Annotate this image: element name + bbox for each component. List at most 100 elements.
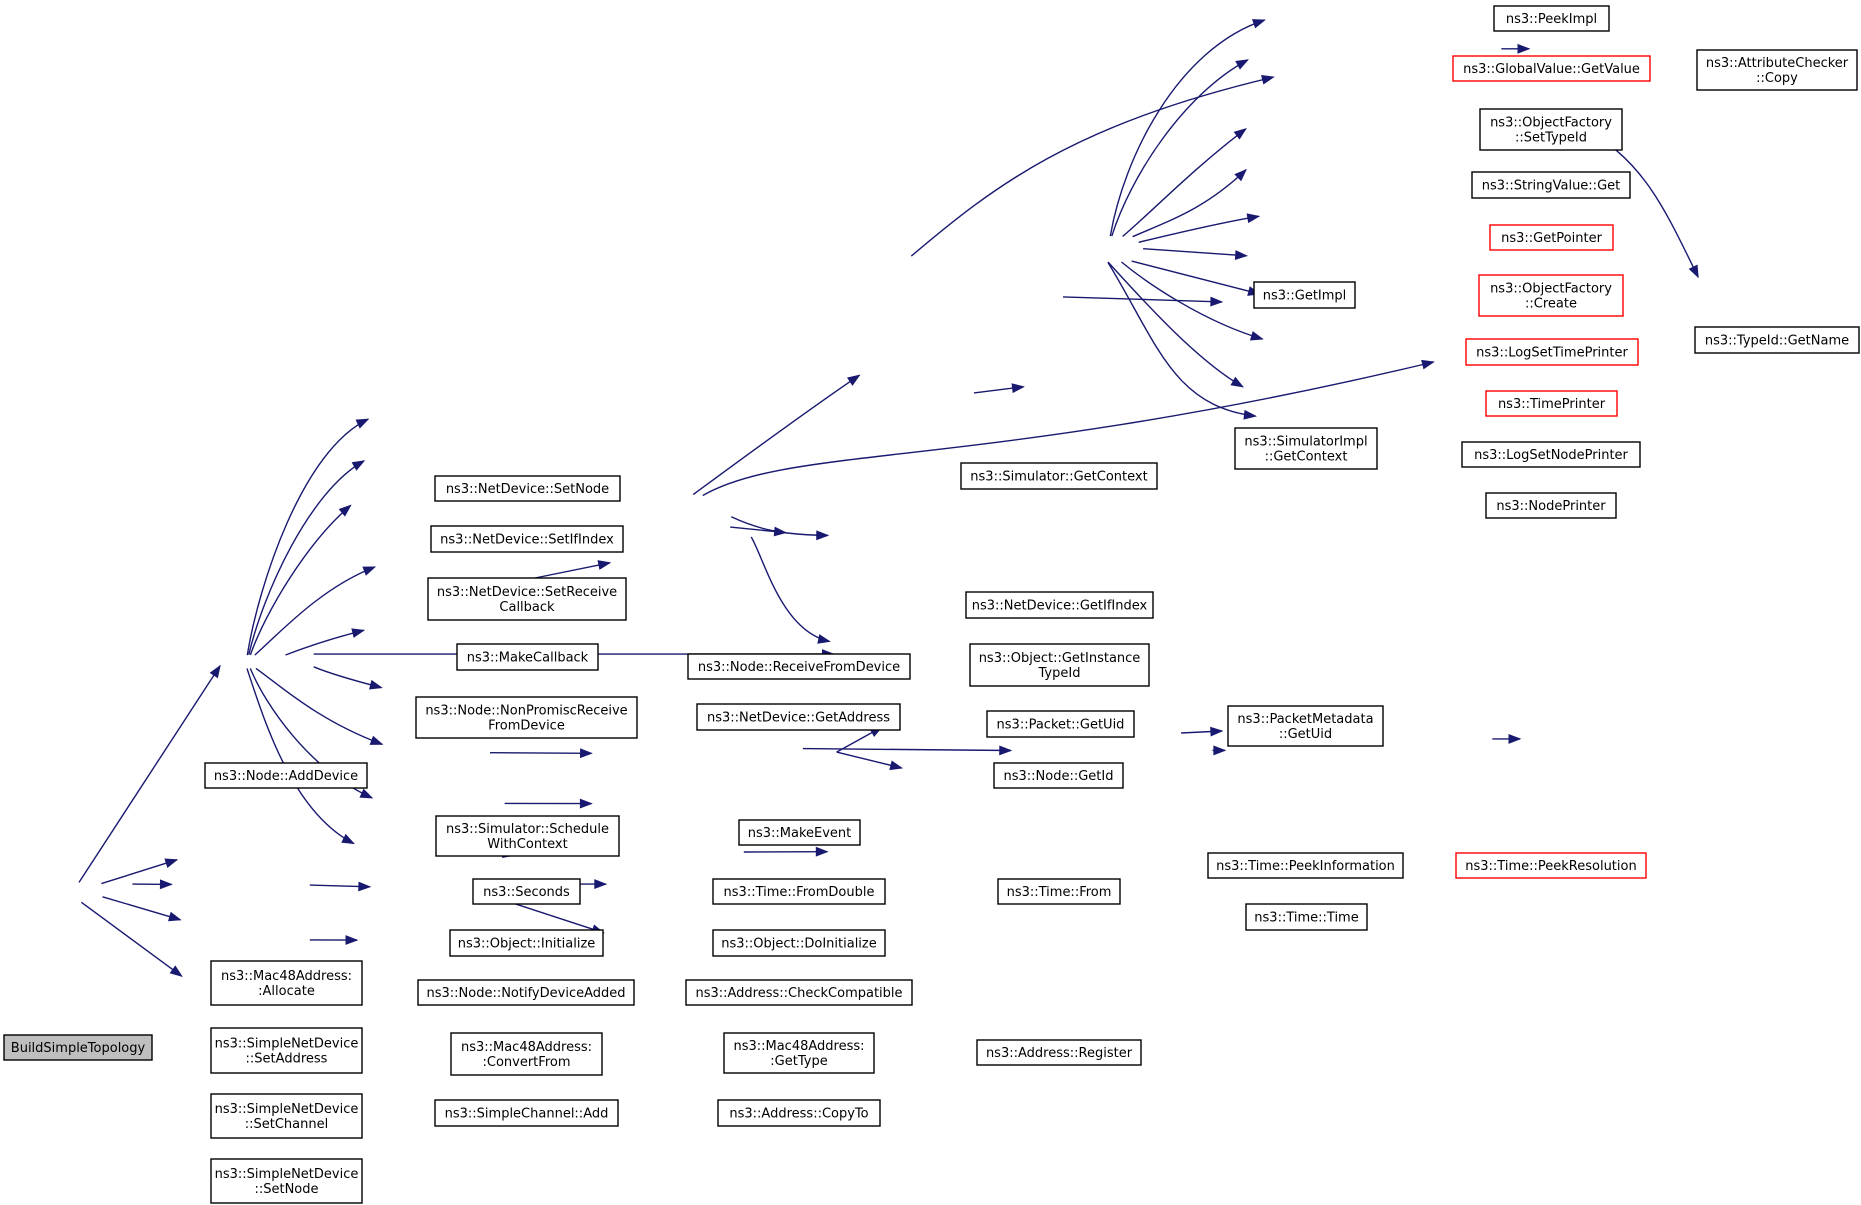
edge-line	[249, 504, 352, 656]
edge-line	[692, 374, 860, 496]
node-n37[interactable]: ns3::Time::Time	[1245, 903, 1368, 931]
edge-n17-n19	[702, 359, 1435, 497]
nodes-layer: BuildSimpleTopologyns3::Node::AddDevicen…	[3, 5, 1860, 1204]
node-n45[interactable]: ns3::TimePrinter	[1485, 390, 1618, 417]
node-n39[interactable]: ns3::GlobalValue::GetValue	[1452, 55, 1651, 82]
node-n20[interactable]: ns3::MakeEvent	[738, 819, 861, 846]
node-n23[interactable]: ns3::Address::CheckCompatible	[685, 979, 913, 1006]
node-n34[interactable]: ns3::SimulatorImpl::GetContext	[1234, 427, 1378, 470]
node-box	[204, 762, 368, 789]
edge-n0-n5	[80, 901, 183, 978]
node-n47[interactable]: ns3::NodePrinter	[1485, 492, 1617, 519]
node-n7[interactable]: ns3::NetDevice::SetIfIndex	[430, 525, 624, 553]
node-n17[interactable]: ns3::Node::ReceiveFromDevice	[687, 653, 911, 680]
node-n31[interactable]: ns3::Time::From	[997, 878, 1121, 905]
arrowhead	[209, 664, 221, 679]
edge-n40-n30	[1501, 43, 1531, 54]
node-n49[interactable]: ns3::AttributeChecker::Copy	[1696, 49, 1858, 91]
node-label: TypeId	[1038, 666, 1081, 681]
node-box	[427, 577, 627, 621]
node-n38[interactable]: ns3::PeekImpl	[1493, 5, 1610, 32]
node-n4[interactable]: ns3::SimpleNetDevice::SetChannel	[210, 1093, 363, 1139]
node-label: ns3::Node::NotifyDeviceAdded	[426, 986, 625, 1001]
node-label: ns3::SimpleNetDevice	[215, 1167, 359, 1182]
arrowhead	[773, 526, 787, 537]
node-label: ns3::Seconds	[483, 885, 570, 900]
node-n33[interactable]: ns3::GetImpl	[1253, 281, 1356, 309]
node-label: ns3::StringValue::Get	[1482, 179, 1620, 194]
node-n41[interactable]: ns3::StringValue::Get	[1471, 171, 1631, 199]
node-n44[interactable]: ns3::LogSetTimePrinter	[1465, 338, 1639, 366]
node-n9[interactable]: ns3::MakeCallback	[456, 643, 599, 671]
node-n5[interactable]: ns3::SimpleNetDevice::SetNode	[210, 1158, 363, 1204]
node-box	[449, 929, 604, 957]
node-n48[interactable]: ns3::Time::PeekResolution	[1455, 852, 1647, 879]
node-box	[696, 703, 901, 731]
node-n27[interactable]: ns3::NetDevice::GetIfIndex	[965, 591, 1154, 619]
node-n13[interactable]: ns3::Object::Initialize	[449, 929, 604, 957]
node-n21[interactable]: ns3::Time::FromDouble	[712, 878, 886, 905]
node-box	[965, 591, 1154, 619]
node-label: ns3::Object::GetInstance	[979, 651, 1141, 666]
node-n24[interactable]: ns3::Mac48Address::GetType	[723, 1032, 875, 1074]
edge-n17-n26	[692, 374, 861, 496]
node-label: FromDevice	[488, 719, 565, 734]
edge-n31-n37	[1212, 745, 1227, 756]
node-n30[interactable]: ns3::TypeId::GetName	[1694, 326, 1860, 354]
edge-n1-n7	[248, 460, 366, 655]
node-n1[interactable]: ns3::Node::AddDevice	[204, 762, 368, 789]
node-n14[interactable]: ns3::Node::NotifyDeviceAdded	[417, 979, 635, 1006]
node-n43[interactable]: ns3::ObjectFactory::Create	[1478, 274, 1624, 317]
arrowhead	[1517, 43, 1531, 54]
node-box	[687, 653, 911, 680]
node-n2[interactable]: ns3::Mac48Address::Allocate	[210, 960, 363, 1006]
edge-line	[78, 665, 221, 883]
node-label: ::GetUid	[1279, 727, 1332, 742]
edge-line	[1122, 128, 1247, 238]
edge-n0-n4	[102, 896, 182, 922]
node-box	[1479, 108, 1623, 151]
arrowhead	[341, 833, 355, 845]
node-box	[1234, 427, 1378, 470]
node-box	[1227, 705, 1384, 747]
edge-n36-n48	[1107, 262, 1257, 420]
node-n29[interactable]: ns3::Packet::GetUid	[986, 710, 1135, 738]
node-n46[interactable]: ns3::LogSetNodePrinter	[1461, 441, 1641, 468]
node-n42[interactable]: ns3::GetPointer	[1489, 224, 1614, 251]
node-n18[interactable]: ns3::NetDevice::GetAddress	[696, 703, 901, 731]
arrowhead	[338, 504, 352, 517]
node-n36[interactable]: ns3::Time::PeekInformation	[1207, 852, 1404, 879]
arrowhead	[1210, 726, 1224, 737]
arrowhead	[358, 881, 372, 892]
node-n32[interactable]: ns3::Address::Register	[976, 1039, 1142, 1066]
node-n12[interactable]: ns3::Seconds	[472, 878, 581, 905]
node-n6[interactable]: ns3::NetDevice::SetNode	[434, 475, 621, 502]
node-n26[interactable]: ns3::Simulator::GetContext	[960, 462, 1158, 490]
arrowhead	[1235, 59, 1249, 70]
node-n16[interactable]: ns3::SimpleChannel::Add	[434, 1099, 619, 1127]
edge-line	[1143, 248, 1247, 257]
node-n19[interactable]: ns3::Node::GetId	[993, 762, 1124, 789]
node-n35[interactable]: ns3::PacketMetadata::GetUid	[1227, 705, 1384, 747]
node-label: ns3::Simulator::Schedule	[446, 822, 609, 837]
node-n3[interactable]: ns3::SimpleNetDevice::SetAddress	[210, 1027, 363, 1074]
edge-line	[1107, 262, 1256, 417]
node-n25[interactable]: ns3::Address::CopyTo	[717, 1099, 881, 1127]
edge-n29-n35	[973, 383, 1025, 394]
node-n15[interactable]: ns3::Mac48Address::ConvertFrom	[450, 1032, 603, 1076]
node-box	[210, 960, 363, 1006]
node-n22[interactable]: ns3::Object::DoInitialize	[712, 929, 886, 957]
node-box	[976, 1039, 1142, 1066]
node-box	[450, 1032, 603, 1076]
edge-n26-n33	[836, 751, 904, 771]
arrowhead	[889, 760, 904, 771]
arrowhead	[1261, 75, 1275, 85]
node-n40[interactable]: ns3::ObjectFactory::SetTypeId	[1479, 108, 1623, 151]
node-label: ns3::Packet::GetUid	[997, 718, 1125, 733]
node-label: ns3::SimulatorImpl	[1244, 435, 1367, 450]
node-label: ns3::AttributeChecker	[1706, 56, 1849, 71]
